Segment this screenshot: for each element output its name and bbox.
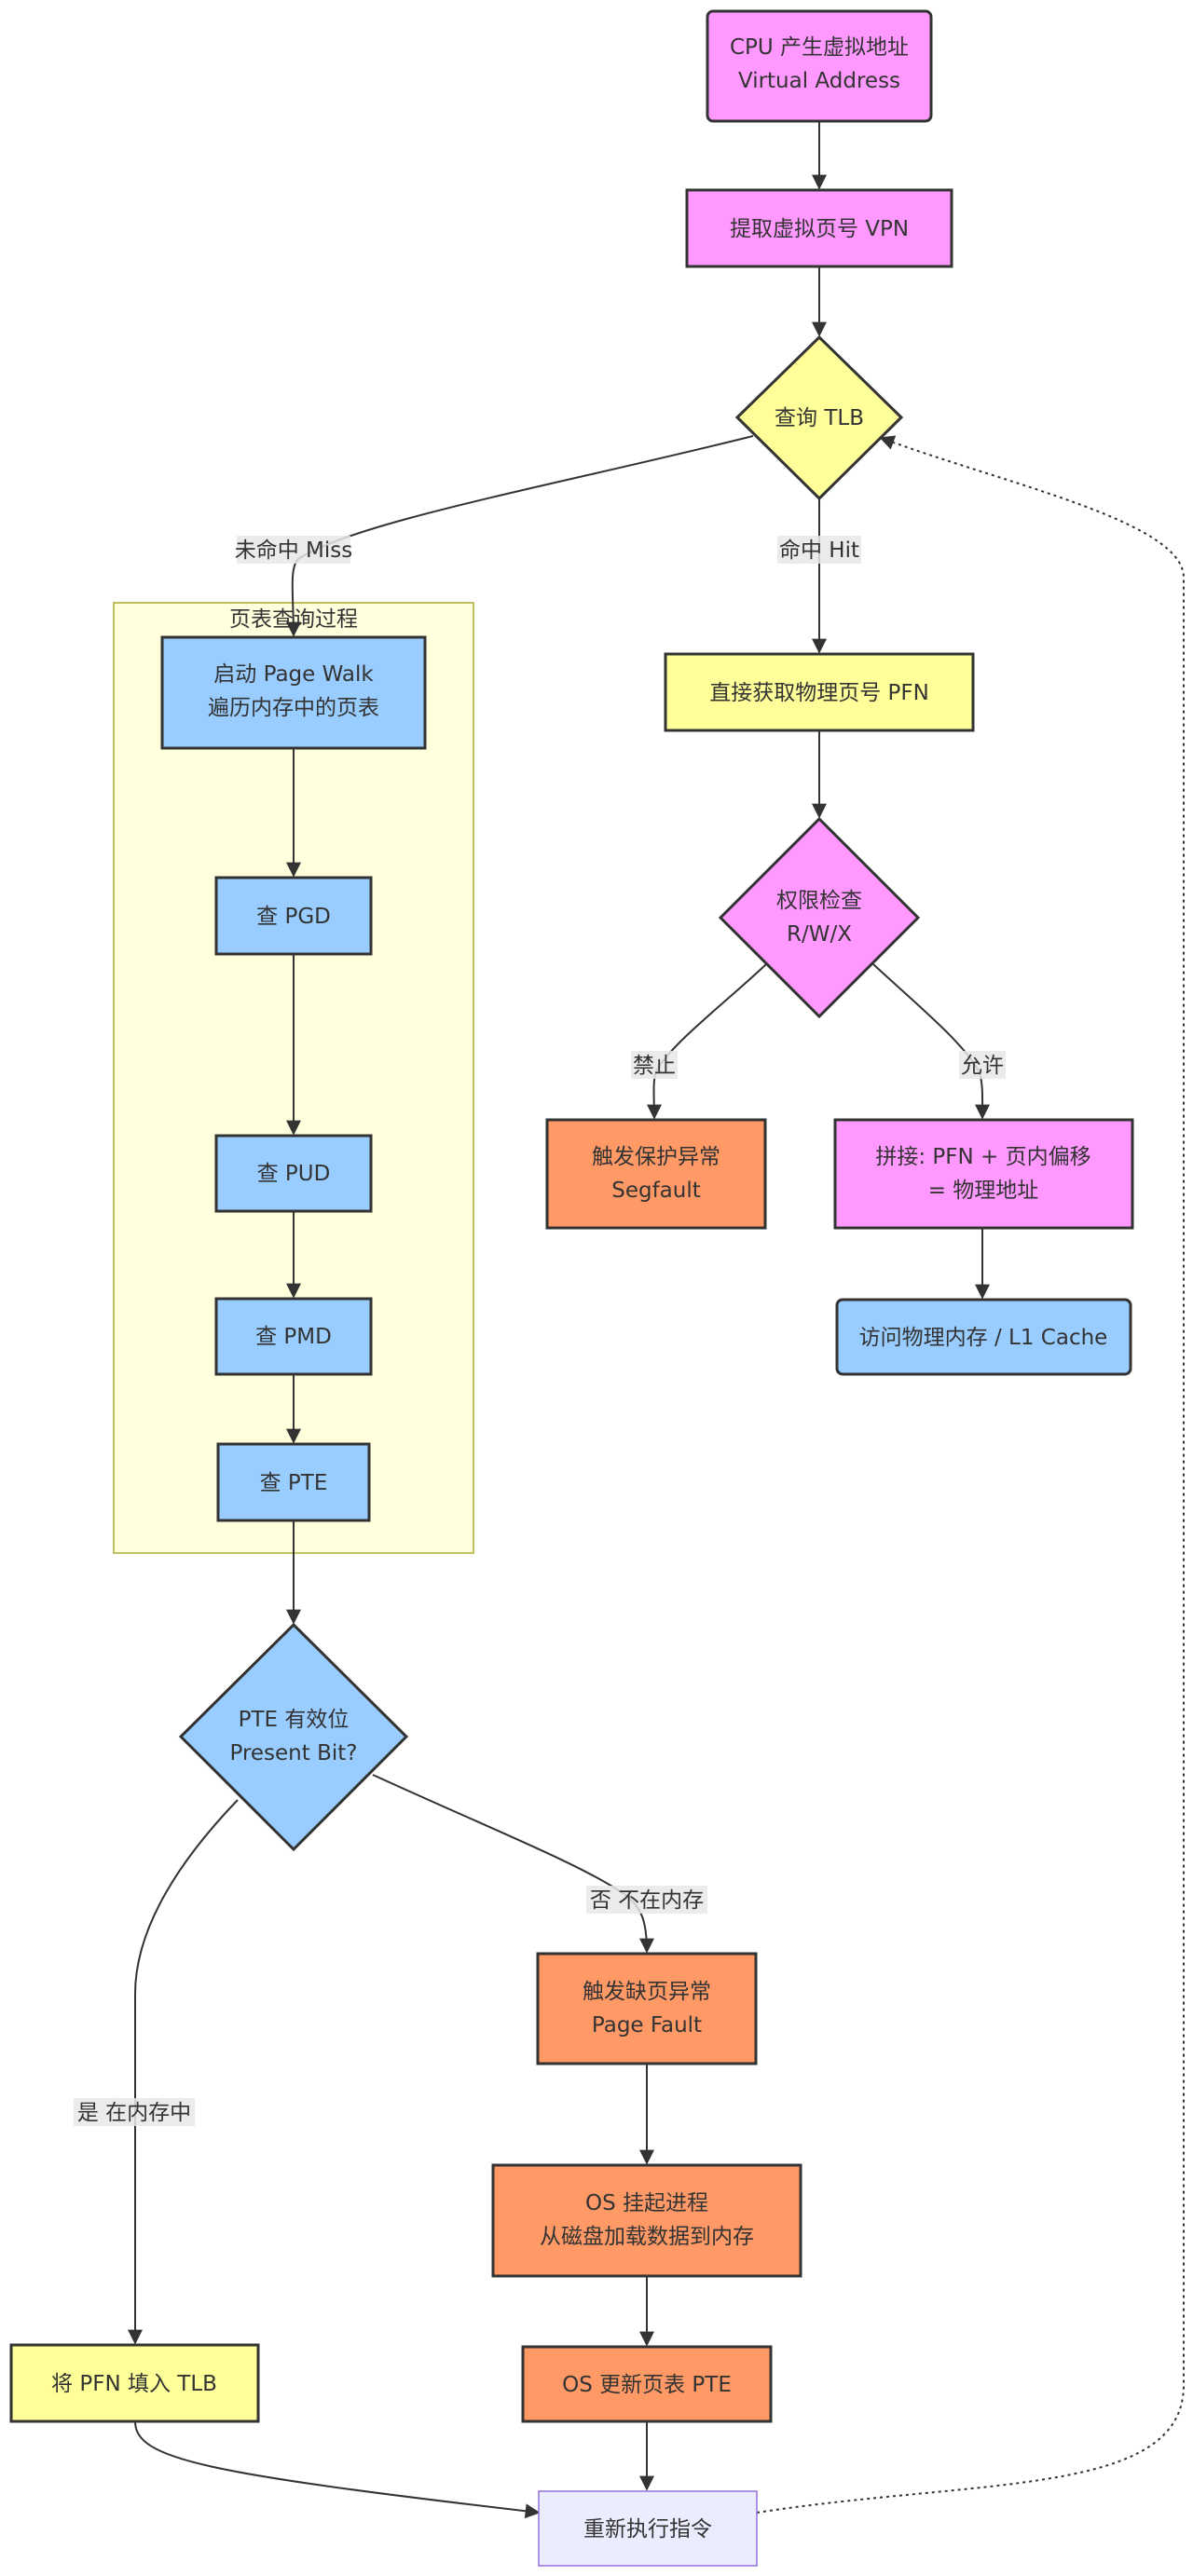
node-perm-line2: R/W/X bbox=[787, 922, 852, 947]
edge-label-miss-text: 未命中 Miss bbox=[235, 538, 353, 563]
edge-label-miss: 未命中 Miss bbox=[235, 536, 353, 564]
node-pte: 查 PTE bbox=[216, 1442, 371, 1522]
nodes: CPU 产生虚拟地址 Virtual Address 提取虚拟页号 VPN 查询… bbox=[9, 9, 1134, 2567]
node-walk-line1: 启动 Page Walk bbox=[213, 662, 374, 687]
edge-label-allow-text: 允许 bbox=[961, 1054, 1004, 1078]
edge-label-allow: 允许 bbox=[959, 1051, 1006, 1079]
node-concat-line2: = 物理地址 bbox=[928, 1179, 1039, 1203]
node-page-fault: 触发缺页异常 Page Fault bbox=[536, 1952, 758, 2065]
edge-label-deny: 禁止 bbox=[631, 1051, 678, 1079]
edge-present-no-pagefault bbox=[372, 1774, 654, 1954]
node-os-update-pte: OS 更新页表 PTE bbox=[521, 2345, 773, 2423]
node-cpu-line2: Virtual Address bbox=[738, 69, 900, 93]
node-walk-line2: 遍历内存中的页表 bbox=[208, 696, 379, 720]
node-access-memory: 访问物理内存 / L1 Cache bbox=[835, 1298, 1132, 1376]
edge-label-hit-text: 命中 Hit bbox=[779, 538, 859, 563]
edge-perm-deny-segfault bbox=[646, 963, 767, 1120]
edge-label-no: 否 不在内存 bbox=[586, 1886, 707, 1914]
node-perm-line1: 权限检查 bbox=[776, 889, 862, 913]
node-pmd: 查 PMD bbox=[214, 1297, 373, 1376]
edge-filltlb-reexec bbox=[134, 2420, 541, 2519]
node-extract-vpn: 提取虚拟页号 VPN bbox=[685, 188, 953, 268]
node-permission-check: 权限检查 R/W/X bbox=[718, 816, 921, 1019]
node-pfn-line1: 直接获取物理页号 PFN bbox=[709, 681, 929, 705]
node-pte-line1: 查 PTE bbox=[260, 1471, 328, 1495]
node-pmd-line1: 查 PMD bbox=[255, 1325, 332, 1349]
node-present-line1: PTE 有效位 bbox=[239, 1708, 350, 1732]
edge-label-yes: 是 在内存中 bbox=[74, 2098, 195, 2126]
node-query-tlb: 查询 TLB bbox=[734, 334, 904, 501]
node-segfault-line2: Segfault bbox=[611, 1179, 701, 1203]
node-present-bit: PTE 有效位 Present Bit? bbox=[178, 1622, 409, 1852]
node-page-walk: 启动 Page Walk 遍历内存中的页表 bbox=[160, 635, 427, 750]
node-present-line2: Present Bit? bbox=[229, 1741, 357, 1765]
node-concat-line1: 拼接: PFN + 页内偏移 bbox=[875, 1145, 1090, 1169]
node-filltlb-line1: 将 PFN 填入 TLB bbox=[51, 2372, 217, 2396]
edge-reexec-tlb-dotted bbox=[756, 435, 1185, 2514]
node-reexecute: 重新执行指令 bbox=[538, 2490, 758, 2567]
node-access-line1: 访问物理内存 / L1 Cache bbox=[859, 1326, 1108, 1350]
node-osload-line1: OS 挂起进程 bbox=[585, 2191, 708, 2215]
node-reexec-line1: 重新执行指令 bbox=[583, 2517, 712, 2542]
edge-tlb-miss-walk bbox=[285, 435, 754, 637]
node-get-pfn: 直接获取物理页号 PFN bbox=[664, 652, 975, 732]
node-tlb-line1: 查询 TLB bbox=[775, 406, 864, 430]
edge-label-no-text: 否 不在内存 bbox=[590, 1888, 704, 1913]
node-segfault: 触发保护异常 Segfault bbox=[545, 1118, 767, 1230]
node-os-load: OS 挂起进程 从磁盘加载数据到内存 bbox=[491, 2163, 802, 2278]
edge-labels: 未命中 Miss 命中 Hit 禁止 允许 是 在内存中 否 不在内存 bbox=[74, 536, 1006, 2126]
node-pgd: 查 PGD bbox=[214, 876, 373, 956]
node-segfault-line1: 触发保护异常 bbox=[592, 1145, 720, 1169]
node-pagefault-line2: Page Fault bbox=[592, 2013, 702, 2038]
edge-label-yes-text: 是 在内存中 bbox=[77, 2101, 191, 2125]
node-cpu-virtual-address: CPU 产生虚拟地址 Virtual Address bbox=[706, 9, 933, 123]
node-pgd-line1: 查 PGD bbox=[256, 905, 331, 929]
node-cpu-line1: CPU 产生虚拟地址 bbox=[730, 35, 909, 60]
edge-present-yes-filltlb bbox=[128, 1799, 239, 2345]
edge-label-deny-text: 禁止 bbox=[633, 1054, 676, 1078]
node-pud: 查 PUD bbox=[214, 1134, 373, 1213]
edge-perm-allow-concat bbox=[872, 963, 991, 1120]
node-pagefault-line1: 触发缺页异常 bbox=[583, 1980, 711, 2004]
node-osupdate-line1: OS 更新页表 PTE bbox=[562, 2373, 732, 2397]
node-vpn-line1: 提取虚拟页号 VPN bbox=[730, 217, 909, 241]
node-concat-physical-address: 拼接: PFN + 页内偏移 = 物理地址 bbox=[833, 1118, 1134, 1230]
node-pud-line1: 查 PUD bbox=[257, 1162, 331, 1186]
node-osload-line2: 从磁盘加载数据到内存 bbox=[540, 2225, 754, 2249]
edge-label-hit: 命中 Hit bbox=[777, 536, 861, 564]
node-fill-tlb: 将 PFN 填入 TLB bbox=[9, 2343, 260, 2423]
